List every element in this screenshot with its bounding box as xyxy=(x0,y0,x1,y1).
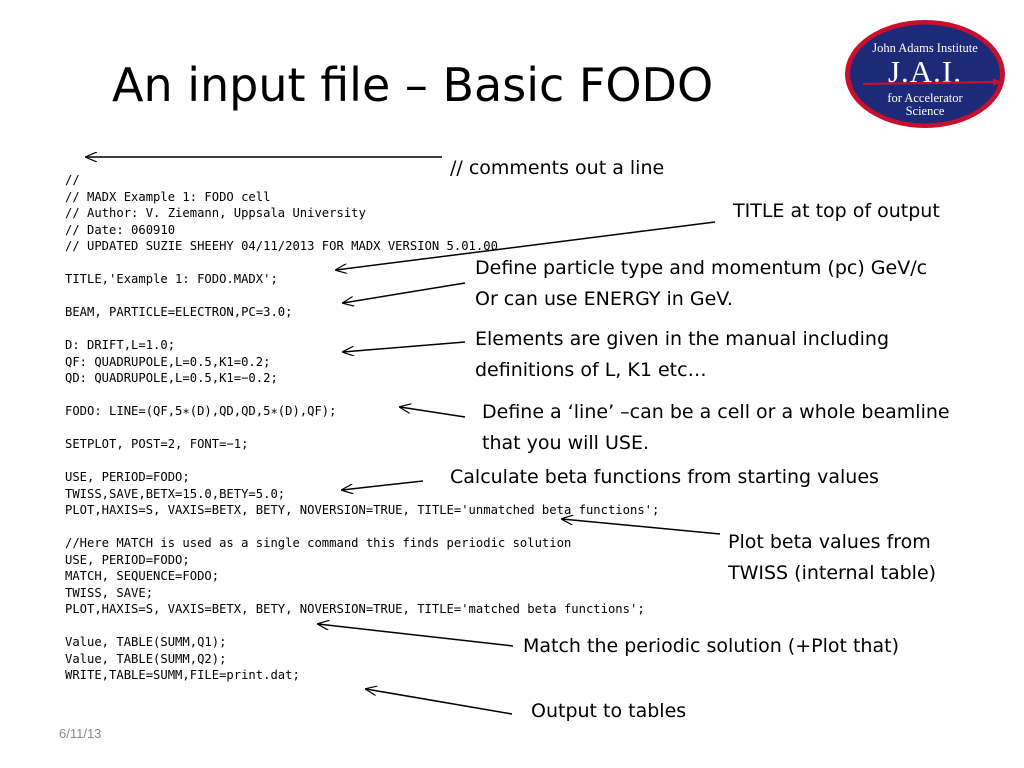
code-line: // Date: 060910 xyxy=(65,222,176,237)
note-plot-line-2: TWISS (internal table) xyxy=(728,562,937,584)
code-line: SETPLOT, POST=2, FONT=−1; xyxy=(65,437,249,451)
logo-line-2: for Accelerator xyxy=(887,91,963,105)
note-line: Define a ‘line’ –can be a cell or a whol… xyxy=(482,397,950,459)
note-title: TITLE at top of output xyxy=(733,200,940,222)
code-line: // Author: V. Ziemann, Uppsala Universit… xyxy=(65,206,366,220)
note-match: Match the periodic solution (+Plot that) xyxy=(523,635,899,657)
arrow-elements xyxy=(343,341,466,352)
note-beam: Define particle type and momentum (pc) G… xyxy=(475,253,927,315)
note-line-line-1: Define a ‘line’ –can be a cell or a whol… xyxy=(482,401,950,423)
note-line-line-2: that you will USE. xyxy=(482,432,650,454)
jai-logo: John Adams Institute J.A.I. for Accelera… xyxy=(845,20,1005,128)
note-comments: // comments out a line xyxy=(450,157,665,179)
arrow-plot xyxy=(562,519,721,535)
code-line: USE, PERIOD=FODO; xyxy=(65,470,190,484)
code-line: // xyxy=(65,173,80,187)
code-line: BEAM, PARTICLE=ELECTRON,PC=3.0; xyxy=(65,305,293,319)
code-line: WRITE,TABLE=SUMM,FILE=print.dat; xyxy=(65,668,300,682)
code-line: //Here MATCH is used as a single command… xyxy=(65,536,572,550)
note-elements: Elements are given in the manual includi… xyxy=(475,324,889,386)
code-line: QD: QUADRUPOLE,L=0.5,K1=−0.2; xyxy=(65,371,278,385)
slide-title: An input file – Basic FODO xyxy=(112,58,714,112)
code-line: TWISS,SAVE,BETX=15.0,BETY=5.0; xyxy=(65,486,286,501)
note-beam-line-2: Or can use ENERGY in GeV. xyxy=(475,288,733,310)
code-line: USE, PERIOD=FODO; xyxy=(65,552,190,567)
note-plot: Plot beta values from TWISS (internal ta… xyxy=(728,527,936,589)
code-line: // MADX Example 1: FODO cell xyxy=(65,189,271,204)
arrow-beam xyxy=(343,282,466,303)
note-beta: Calculate beta functions from starting v… xyxy=(450,466,879,488)
logo-swoosh xyxy=(862,80,994,86)
arrow-line xyxy=(400,407,466,418)
madx-code-listing: // // MADX Example 1: FODO cell // Author:… xyxy=(65,172,659,684)
code-line: // UPDATED SUZIE SHEEHY 04/11/2013 FOR M… xyxy=(65,239,498,253)
code-line: QF: QUADRUPOLE,L=0.5,K1=0.2; xyxy=(65,354,271,369)
logo-line-3: Science xyxy=(906,104,945,118)
note-output: Output to tables xyxy=(531,700,687,722)
note-plot-line-1: Plot beta values from xyxy=(728,531,931,553)
logo-swoosh-head xyxy=(993,78,1001,86)
code-line: D: DRIFT,L=1.0; xyxy=(65,338,176,352)
code-line: TWISS, SAVE; xyxy=(65,585,154,600)
note-elements-line-2: definitions of L, K1 etc… xyxy=(475,359,707,381)
note-elements-line-1: Elements are given in the manual includi… xyxy=(475,328,890,350)
note-beam-line-1: Define particle type and momentum (pc) G… xyxy=(475,257,928,279)
code-line: PLOT,HAXIS=S, VAXIS=BETX, BETY, NOVERSIO… xyxy=(65,602,645,616)
code-line: TITLE,'Example 1: FODO.MADX'; xyxy=(65,272,278,286)
code-line: PLOT,HAXIS=S, VAXIS=BETX, BETY, NOVERSIO… xyxy=(65,503,660,517)
arrow-output xyxy=(366,689,513,715)
code-line: FODO: LINE=(QF,5∗(D),QD,QD,5∗(D),QF); xyxy=(65,404,337,418)
arrow-match xyxy=(318,624,514,647)
arrow-beta xyxy=(342,480,424,490)
arrow-title xyxy=(336,221,716,270)
code-line: MATCH, SEQUENCE=FODO; xyxy=(65,569,220,583)
logo-line-1: John Adams Institute xyxy=(872,41,978,55)
slide-date: 6/11/13 xyxy=(59,726,102,741)
code-line: Value, TABLE(SUMM,Q2); xyxy=(65,651,227,666)
code-line: Value, TABLE(SUMM,Q1); xyxy=(65,635,227,649)
